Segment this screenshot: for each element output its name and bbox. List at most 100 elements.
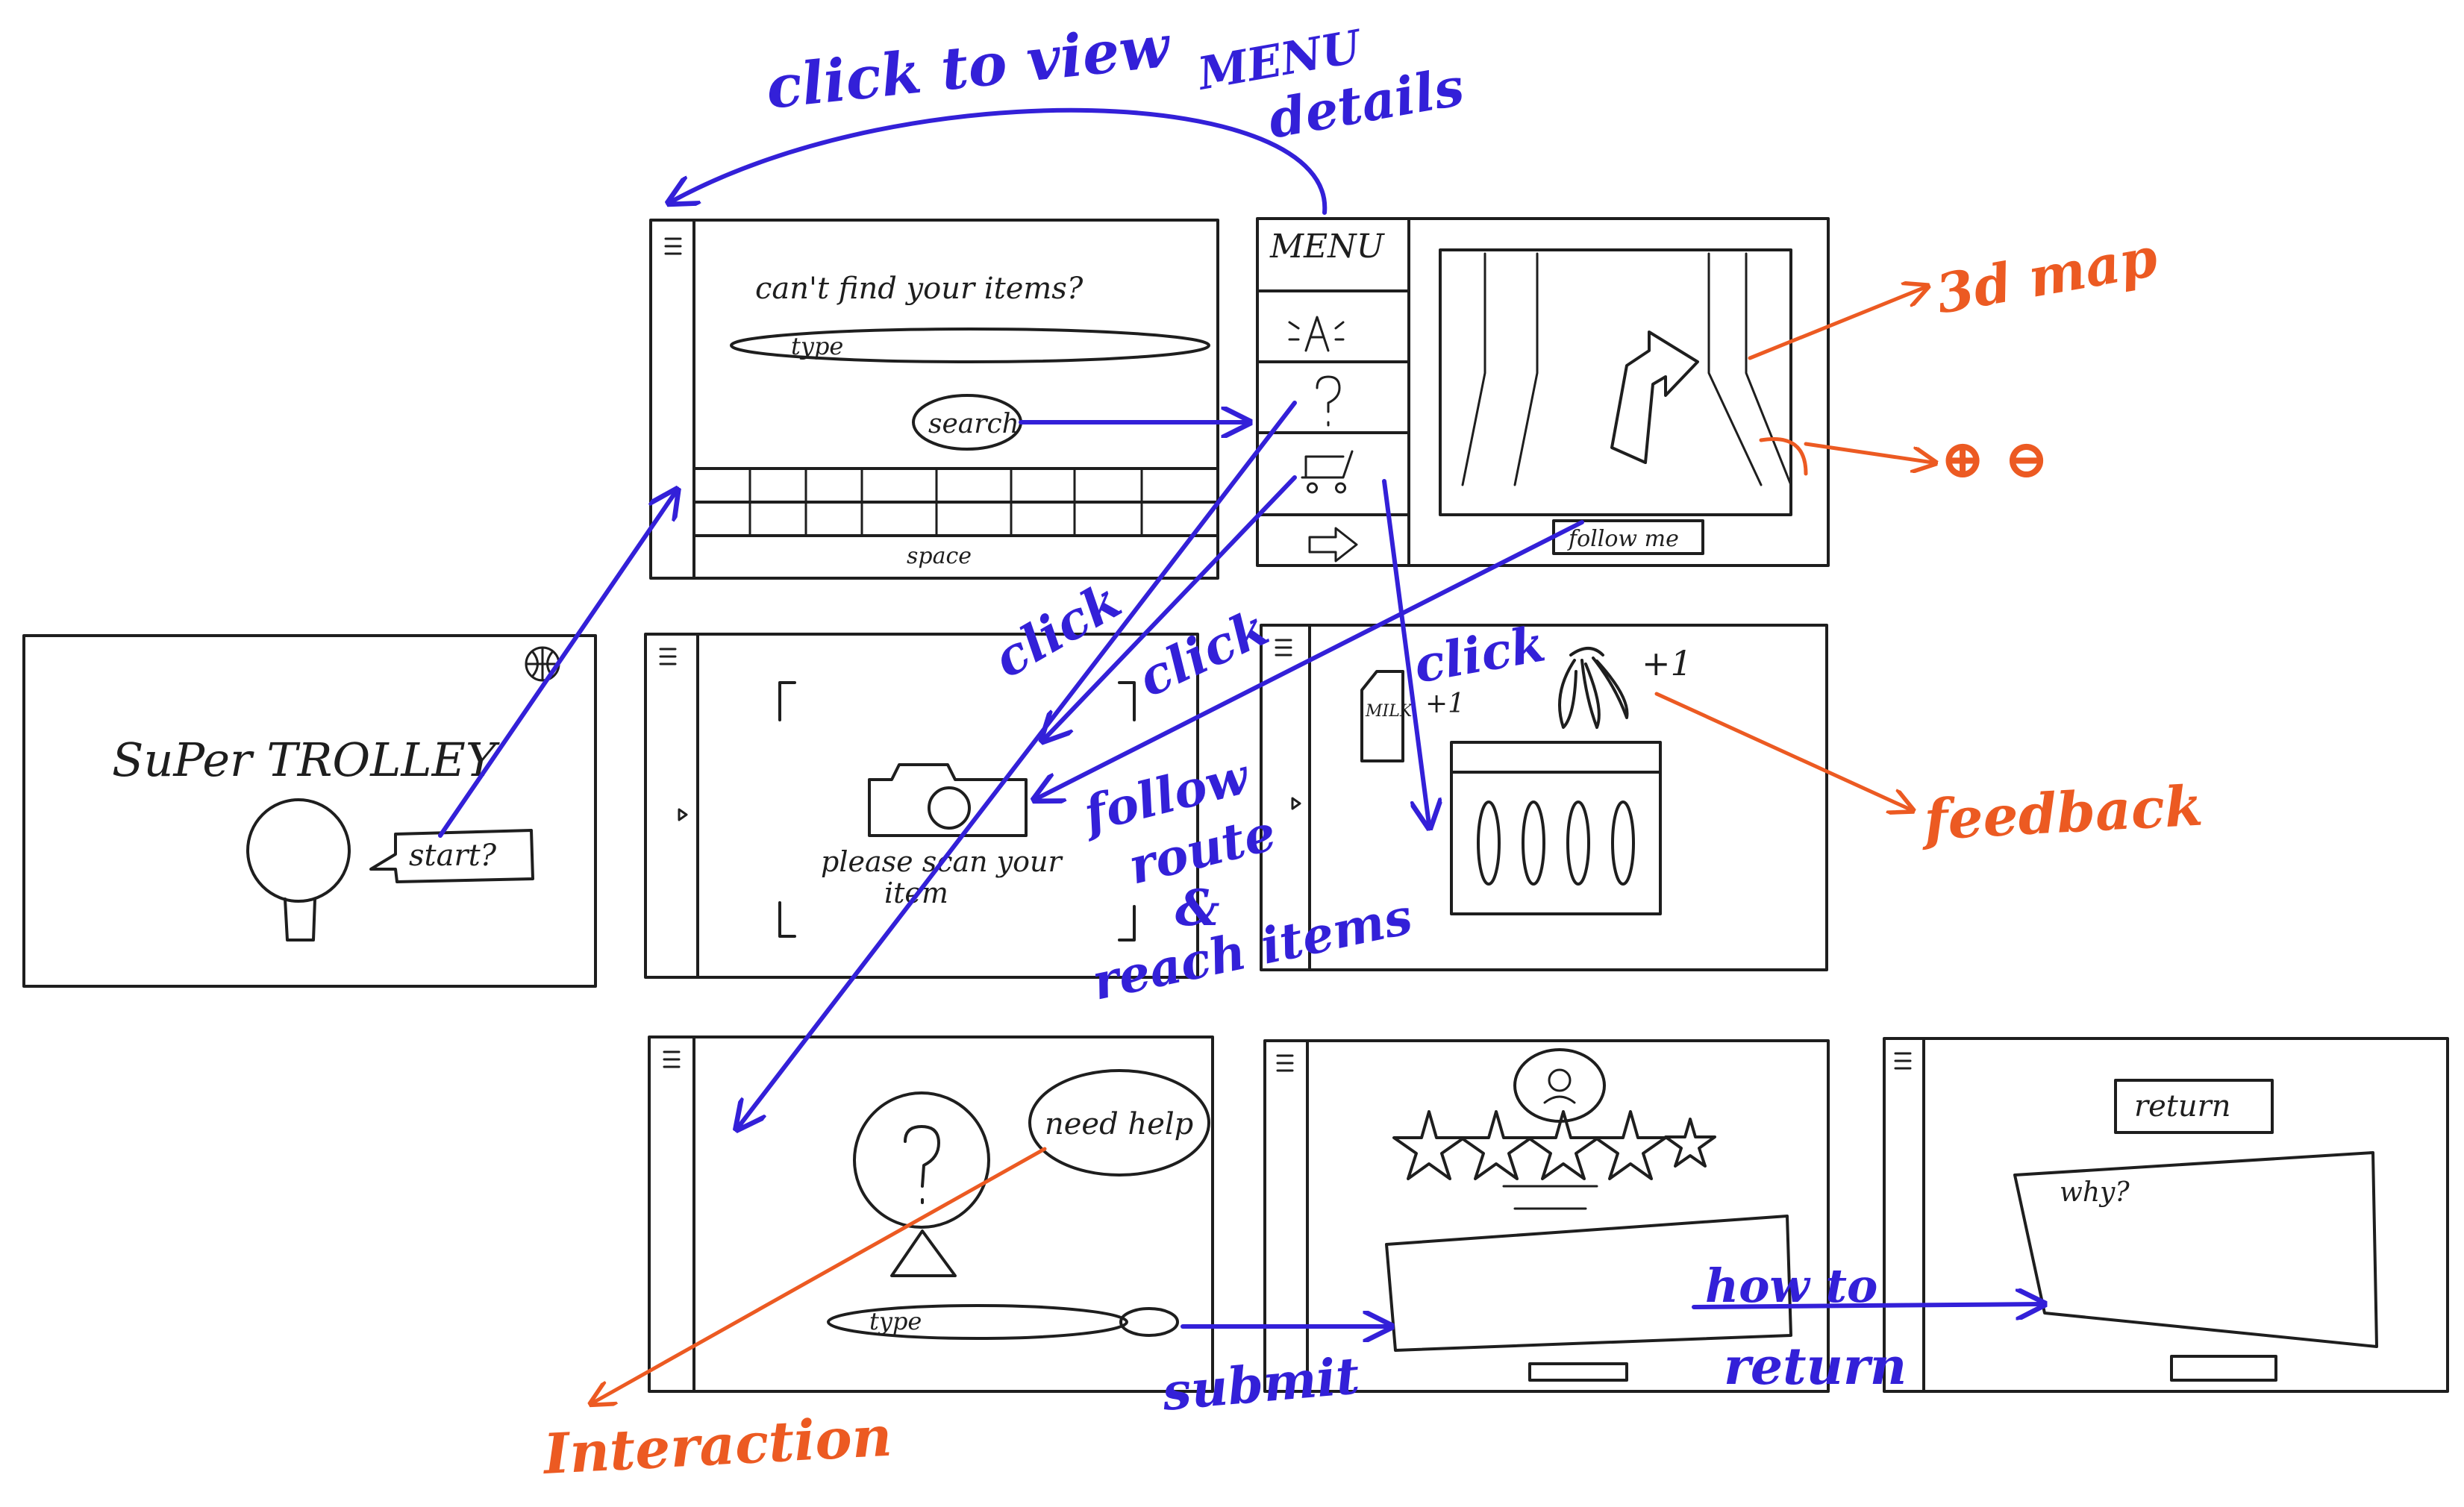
flow-follow-to-scan: [1037, 520, 1584, 798]
note-labels: 3d map ⊕ ⊖ feedback Interaction: [540, 225, 2204, 1487]
return-screen: return why?: [1883, 1037, 2449, 1393]
question-icon: [904, 1125, 940, 1204]
label-interaction: Interaction: [540, 1405, 893, 1487]
hamburger-menu-icon[interactable]: [659, 648, 677, 665]
help-bubble-text: need help: [1045, 1107, 1193, 1141]
label-click-to-view: click to view: [763, 12, 1175, 122]
rating-star-2[interactable]: [1460, 1110, 1533, 1180]
direction-arrow-icon: [1610, 330, 1699, 464]
map-view[interactable]: [1439, 248, 1792, 516]
label-ampersand: &: [1175, 879, 1220, 937]
label-zoom: ⊕ ⊖: [1940, 427, 2049, 490]
help-screen: need help type: [648, 1036, 1214, 1393]
start-button[interactable]: [369, 829, 534, 883]
flow-help-to-help: [739, 401, 1297, 1127]
rating-star-5[interactable]: [1664, 1118, 1716, 1168]
expand-arrow-icon[interactable]: [1291, 797, 1301, 810]
search-button-label: search: [928, 409, 1019, 439]
flow-arrows: [438, 107, 2041, 1326]
help-input-placeholder: type: [869, 1307, 922, 1335]
rating-screen-frame: [1263, 1039, 1830, 1393]
milk-carton-icon: [1360, 670, 1404, 762]
confirm-return-button[interactable]: [2170, 1355, 2277, 1382]
cart-basket: [1450, 741, 1662, 915]
camera-lens: [928, 786, 971, 830]
reason-question: why?: [2060, 1177, 2130, 1208]
search-prompt: can't find your items?: [755, 272, 1084, 306]
aisle-lines: [1461, 252, 1792, 486]
menu-title: MENU: [1269, 228, 1386, 266]
return-button[interactable]: [2114, 1079, 2274, 1134]
app-title: SuPer TROLLEY: [112, 733, 500, 787]
avatar: [1513, 1048, 1606, 1123]
milk-label: MILK: [1365, 702, 1413, 721]
return-button-label: return: [2134, 1089, 2231, 1124]
keyboard-space-key[interactable]: space: [907, 543, 972, 569]
start-button-label: start?: [409, 839, 497, 873]
hamburger-menu-icon[interactable]: [1275, 639, 1292, 657]
assistant-head: [853, 1091, 990, 1229]
map-screen: MENU follow me: [1256, 217, 1830, 567]
label-how-to: how to: [1705, 1259, 1877, 1313]
cart-screen-frame: [1260, 624, 1828, 971]
hamburger-menu-icon[interactable]: [1276, 1054, 1294, 1072]
scan-screen-frame: [644, 633, 1199, 979]
flow-trolley-to-cart: [1382, 479, 1429, 824]
search-input-placeholder: type: [791, 332, 843, 360]
help-speech-bubble[interactable]: [1028, 1069, 1210, 1177]
label-feedback: feedback: [1919, 774, 2204, 853]
flow-start-to-search: [438, 492, 675, 838]
trolley-mascot-head: [246, 798, 351, 903]
send-button[interactable]: [1119, 1307, 1179, 1337]
label-3d-map: 3d map: [1931, 225, 2162, 326]
trolley-mascot-body: [284, 897, 316, 942]
follow-me-label: follow me: [1567, 526, 1679, 552]
hamburger-menu-icon[interactable]: [664, 237, 682, 255]
label-return: return: [1724, 1337, 1907, 1397]
globe-icon-lines: [525, 646, 560, 682]
rating-star-4[interactable]: [1594, 1110, 1667, 1180]
milk-count: +1: [1425, 689, 1465, 719]
rating-star-3[interactable]: [1527, 1110, 1600, 1180]
rating-caption-lines: [1502, 1185, 1598, 1210]
hamburger-menu-icon[interactable]: [663, 1050, 681, 1068]
rating-screen: [1263, 1039, 1830, 1393]
label-submit: submit: [1160, 1346, 1362, 1423]
note-zoom-hook: [1759, 437, 1808, 476]
expand-arrow-icon[interactable]: [678, 808, 688, 821]
flow-nav-to-scan: [1045, 475, 1297, 739]
label-click-2: click: [1129, 598, 1277, 709]
search-input[interactable]: [730, 328, 1210, 363]
scan-viewfinder: [778, 681, 1136, 942]
trolley-icon[interactable]: [1301, 450, 1354, 494]
assistant-body: [890, 1229, 957, 1277]
on-screen-keyboard[interactable]: [692, 467, 1219, 537]
map-screen-frame: [1256, 217, 1830, 567]
note-zoom-arrow: [1804, 442, 1933, 463]
hamburger-menu-icon[interactable]: [1894, 1052, 1912, 1070]
submit-button[interactable]: [1528, 1362, 1628, 1382]
search-screen-frame: [649, 219, 1219, 580]
navigation-icon[interactable]: [1288, 316, 1345, 352]
start-screen: SuPer TROLLEY start?: [22, 634, 597, 988]
note-feedback-arrow: [1654, 692, 1910, 809]
label-reach-items: reach items: [1087, 887, 1417, 1012]
return-screen-frame: [1883, 1037, 2449, 1393]
note-3d-map-arrow: [1748, 287, 1925, 360]
cart-screen: MILK +1 +1: [1260, 624, 1828, 971]
banana-icon: [1558, 647, 1629, 729]
rating-star-1[interactable]: [1392, 1110, 1466, 1180]
flow-rating-to-return: [1692, 1304, 2041, 1307]
note-interaction-arrow: [593, 1147, 1047, 1403]
reason-textarea[interactable]: [2013, 1151, 2378, 1348]
search-screen: can't find your items? type search space: [649, 219, 1219, 580]
arrow-right-icon[interactable]: [1308, 527, 1358, 563]
note-arrows: [593, 287, 1933, 1403]
camera-icon[interactable]: [868, 763, 1028, 837]
flow-menu-to-search: [672, 107, 1328, 215]
start-screen-frame: [22, 634, 597, 988]
help-icon[interactable]: [1316, 375, 1341, 427]
help-input[interactable]: [827, 1304, 1128, 1340]
help-screen-frame: [648, 1036, 1214, 1393]
